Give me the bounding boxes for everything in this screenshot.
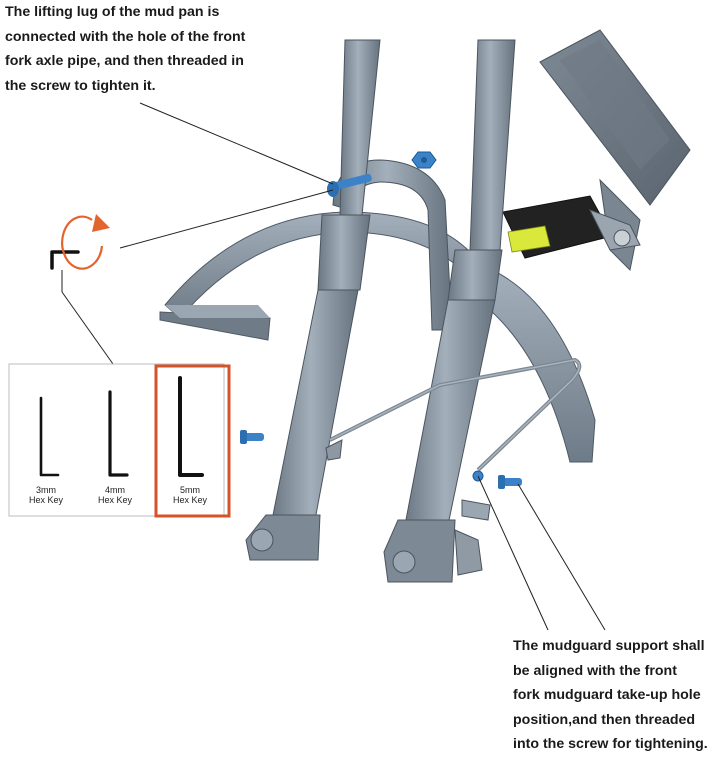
hex-key-panel	[8, 363, 231, 518]
instruction-note-lifting-lug: The lifting lug of the mud pan is connec…	[5, 4, 246, 94]
screw-left	[240, 430, 264, 444]
fender-stay	[325, 357, 582, 472]
leader-line-hex-2	[61, 291, 114, 365]
leader-line-tool	[119, 189, 334, 249]
fork-leg-left	[245, 39, 381, 561]
leader-line-bottom-1	[477, 475, 549, 631]
hex-key-3mm-icon	[39, 396, 60, 477]
leader-lines	[61, 102, 606, 631]
screw-group	[240, 151, 522, 489]
screw-bottom	[498, 475, 522, 489]
clockwise-rotate-icon	[50, 214, 110, 270]
hex-key-5mm-icon	[178, 376, 204, 477]
screw-top	[327, 173, 372, 197]
front-fender	[159, 211, 471, 341]
hex-key-4mm-icon	[108, 390, 129, 477]
nut-top	[411, 151, 437, 169]
leader-line-top	[139, 102, 334, 185]
instruction-note-mudguard-support: The mudguard support shall be aligned wi…	[513, 638, 708, 753]
pedal	[502, 195, 641, 259]
leader-line-bottom-2	[517, 483, 606, 631]
fork-leg-right	[383, 39, 516, 583]
